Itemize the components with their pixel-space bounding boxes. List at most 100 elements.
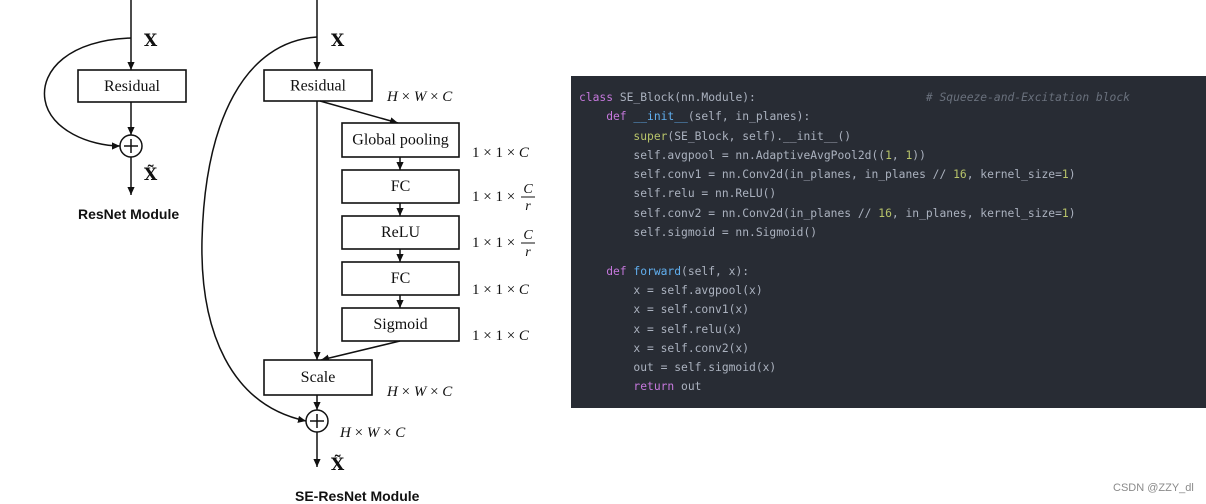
math-fragment: H [339, 425, 352, 441]
math-fragment: W [367, 425, 381, 441]
code-token-number: 1 [1061, 206, 1069, 220]
fc1-shape-prefix: 1 × 1 × [472, 189, 515, 205]
fc2-label: FC [391, 270, 411, 287]
math-fragment: × [426, 384, 442, 400]
code-line: self.conv1 = nn.Conv2d(in_planes, in_pla… [579, 165, 1206, 184]
math-fragment: W [414, 384, 428, 400]
code-token-plain: self.conv2 = nn.Conv2d(in_planes // [579, 206, 879, 220]
fc1-shape-numerator: C [523, 182, 533, 197]
se-residual-label: Residual [290, 78, 347, 95]
sigmoid-shape-label: 1 × 1 × C [472, 328, 530, 344]
math-fragment: W [414, 89, 428, 105]
code-line: out = self.sigmoid(x) [579, 358, 1206, 377]
math-fragment: C [523, 228, 533, 243]
sigmoid-label: Sigmoid [373, 316, 427, 333]
code-line: self.relu = nn.ReLU() [579, 184, 1206, 203]
math-fragment: H [386, 384, 399, 400]
code-token-plain: self.sigmoid = nn.Sigmoid() [579, 226, 818, 240]
resnet-input-label: X [144, 31, 158, 51]
code-line: self.conv2 = nn.Conv2d(in_planes // 16, … [579, 204, 1206, 223]
fc1-label: FC [391, 178, 411, 195]
math-fragment: × [379, 425, 395, 441]
sum-shape-label: H × W × C [339, 425, 406, 441]
residual-shape-label: H × W × C [386, 89, 453, 105]
math-fragment: × [398, 89, 414, 105]
math-fragment: 1 × 1 × [472, 282, 519, 298]
global-pooling-shape-label: 1 × 1 × C [472, 145, 530, 161]
code-line: super(SE_Block, self).__init__() [579, 127, 1206, 146]
se-output-label: X̃ [331, 455, 345, 475]
code-token-plain: , in_planes, kernel_size= [891, 206, 1062, 220]
code-token-number: 1 [885, 148, 892, 162]
code-token-plain: (self, in_planes): [687, 110, 811, 124]
code-line: return out [579, 377, 1206, 396]
code-token-plain: ) [1068, 168, 1076, 182]
code-line [579, 242, 1206, 261]
watermark: CSDN @ZZY_dl [1113, 482, 1194, 494]
math-fragment: C [442, 89, 453, 105]
code-line: def __init__(self, in_planes): [579, 107, 1206, 126]
code-token-plain: x = self.conv2(x) [579, 341, 750, 355]
global-pooling-block [341, 122, 460, 158]
math-fragment: C [523, 182, 533, 197]
scale-label: Scale [301, 369, 336, 386]
se-skip-connection [201, 36, 318, 423]
code-line: self.avgpool = nn.AdaptiveAvgPool2d((1, … [579, 146, 1206, 165]
fc1-block [341, 169, 460, 204]
code-token-keyword: def [579, 110, 627, 124]
code-token-plain: ) [1068, 206, 1076, 220]
math-fragment: × [398, 384, 414, 400]
se-resnet-module: X Residual H × W × C Global pooling 1 × … [201, 0, 535, 504]
scale-shape-label: H × W × C [386, 384, 453, 400]
se-resnet-caption: SE-ResNet Module [295, 488, 420, 504]
math-fragment: 1 × 1 × [472, 189, 515, 205]
code-token-plain: )) [912, 148, 926, 162]
math-fragment: r [525, 245, 531, 260]
code-token-comment: # Squeeze-and-Excitation block [925, 91, 1130, 104]
code-token-builtin: super [579, 129, 668, 143]
code-token-number: 1 [1061, 168, 1069, 182]
code-line: self.sigmoid = nn.Sigmoid() [579, 223, 1206, 242]
code-token-plain: (self, x): [681, 264, 750, 278]
code-line: x = self.conv1(x) [579, 300, 1206, 319]
resnet-caption: ResNet Module [78, 206, 179, 222]
code-token-plain: out [674, 380, 702, 394]
math-fragment: C [442, 384, 453, 400]
resnet-sum-node [119, 134, 143, 158]
se-sum-node [305, 409, 329, 433]
relu-shape-numerator: C [523, 228, 533, 243]
math-fragment: × [351, 425, 367, 441]
code-token-plain: self.avgpool = nn.AdaptiveAvgPool2d(( [579, 148, 886, 162]
code-token-plain: SE_Block(nn.Module): [613, 91, 926, 104]
scale-block [263, 359, 373, 396]
resnet-residual-block [77, 69, 187, 103]
code-line: x = self.avgpool(x) [579, 281, 1206, 300]
code-token-keyword: def [579, 264, 627, 278]
fc2-shape-label: 1 × 1 × C [472, 282, 530, 298]
architecture-diagram: X Residual X̃ ResNet Module X Residual H… [43, 0, 535, 504]
code-token-number: 1 [905, 148, 913, 162]
code-token-plain: self.relu = nn.ReLU() [579, 187, 777, 201]
code-token-number: 16 [953, 168, 967, 182]
resnet-module: X Residual X̃ ResNet Module [43, 0, 187, 222]
se-input-label: X [331, 31, 345, 51]
code-line: def forward(self, x): [579, 262, 1206, 281]
code-token-plain: x = self.avgpool(x) [579, 283, 763, 297]
math-fragment: 1 × 1 × [472, 328, 519, 344]
code-line: x = self.conv2(x) [579, 339, 1206, 358]
math-fragment: C [395, 425, 406, 441]
code-token-keyword: return [579, 380, 675, 394]
code-token-plain: , kernel_size= [966, 168, 1062, 182]
code-line: class SE_Block(nn.Module): # Squeeze-and… [579, 88, 1206, 107]
math-fragment: 1 × 1 × [472, 145, 519, 161]
code-token-plain: (SE_Block, self).__init__() [667, 129, 852, 143]
fc2-block [341, 261, 460, 296]
code-token-plain: self.conv1 = nn.Conv2d(in_planes, in_pla… [579, 168, 954, 182]
sigmoid-to-scale-arrow [320, 340, 401, 362]
code-token-function: __init__ [626, 110, 688, 124]
resnet-skip-connection [43, 37, 132, 150]
relu-shape-prefix: 1 × 1 × [472, 235, 515, 251]
code-token-plain: , [891, 148, 906, 162]
code-block: class SE_Block(nn.Module): # Squeeze-and… [571, 76, 1206, 408]
math-fragment: × [426, 89, 442, 105]
